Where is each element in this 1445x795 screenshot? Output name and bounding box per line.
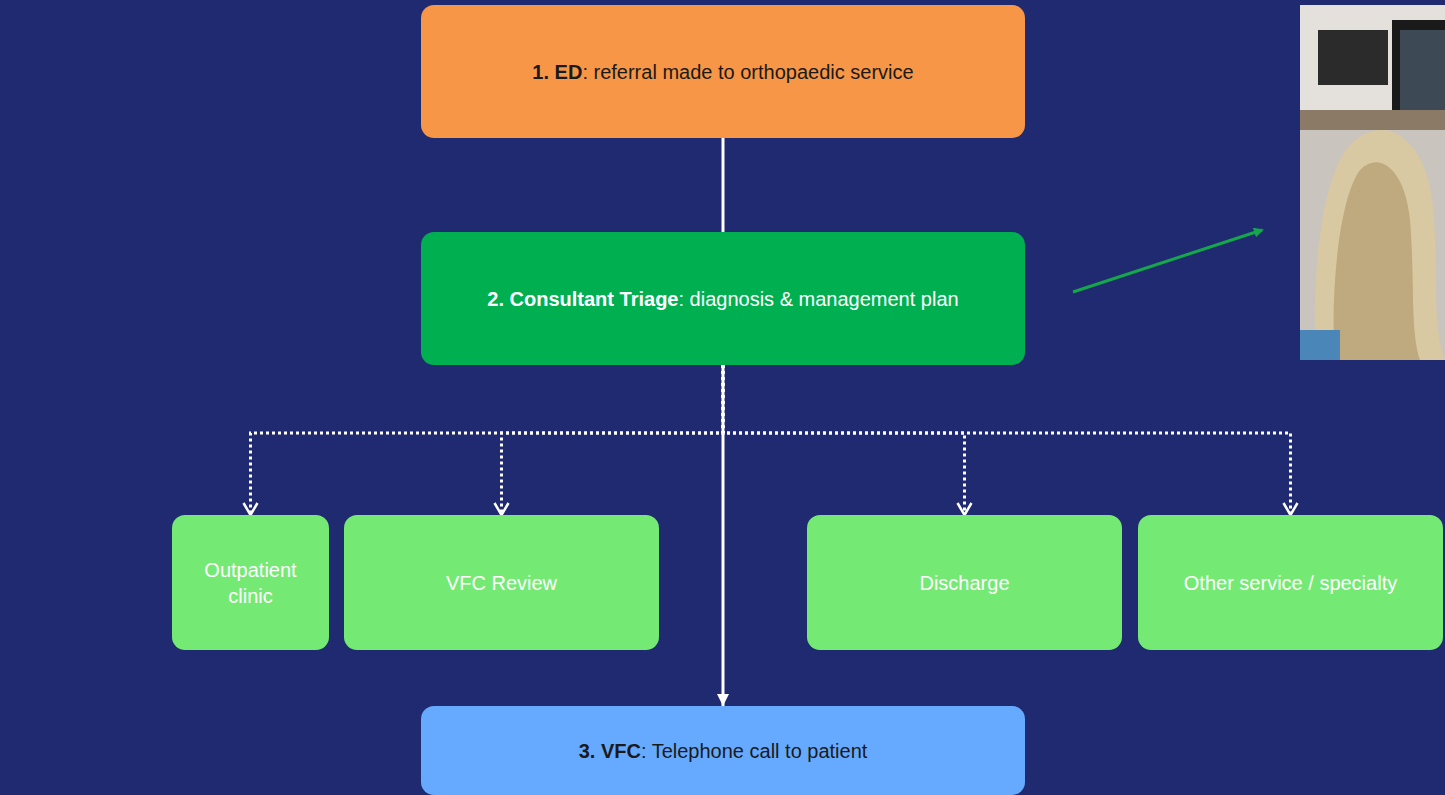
process-box: 3. VFC: Telephone call to patient [421, 706, 1025, 795]
connector [722, 138, 725, 232]
box-text: Discharge [919, 572, 1009, 594]
leader-arrow [1073, 230, 1262, 292]
text-wrap: 1. ED: referral made to orthopaedic serv… [514, 51, 931, 93]
process-box: 2. Consultant Triage: diagnosis & manage… [421, 232, 1025, 365]
outcome-box: Other service / specialty [1138, 515, 1443, 650]
box-heading: 3. VFC [579, 740, 641, 762]
outcome-box: VFC Review [344, 515, 659, 650]
text-wrap: VFC Review [428, 562, 575, 604]
box-text: : diagnosis & management plan [678, 288, 958, 310]
dotted-connector [502, 365, 724, 515]
box-text: : referral made to orthopaedic service [582, 61, 913, 83]
dotted-connector [251, 365, 724, 515]
text-wrap: 3. VFC: Telephone call to patient [561, 730, 886, 772]
box-text: VFC Review [446, 572, 557, 594]
box-heading: 1. ED [532, 61, 582, 83]
connector [722, 365, 725, 706]
box-heading: 2. Consultant Triage [487, 288, 678, 310]
text-wrap: Other service / specialty [1166, 562, 1415, 604]
text-wrap: Outpatient clinic [172, 549, 329, 617]
box-text: : Telephone call to patient [641, 740, 867, 762]
process-box: 1. ED: referral made to orthopaedic serv… [421, 5, 1025, 138]
text-wrap: 2. Consultant Triage: diagnosis & manage… [469, 278, 976, 320]
box-text: Other service / specialty [1184, 572, 1397, 594]
text-wrap: Discharge [901, 562, 1027, 604]
outcome-box: Outpatient clinic [172, 515, 329, 650]
dotted-connector [723, 365, 1291, 515]
outcome-box: Discharge [807, 515, 1122, 650]
photo [1300, 5, 1445, 360]
box-text: Outpatient clinic [204, 559, 296, 607]
dotted-connector [723, 365, 965, 515]
